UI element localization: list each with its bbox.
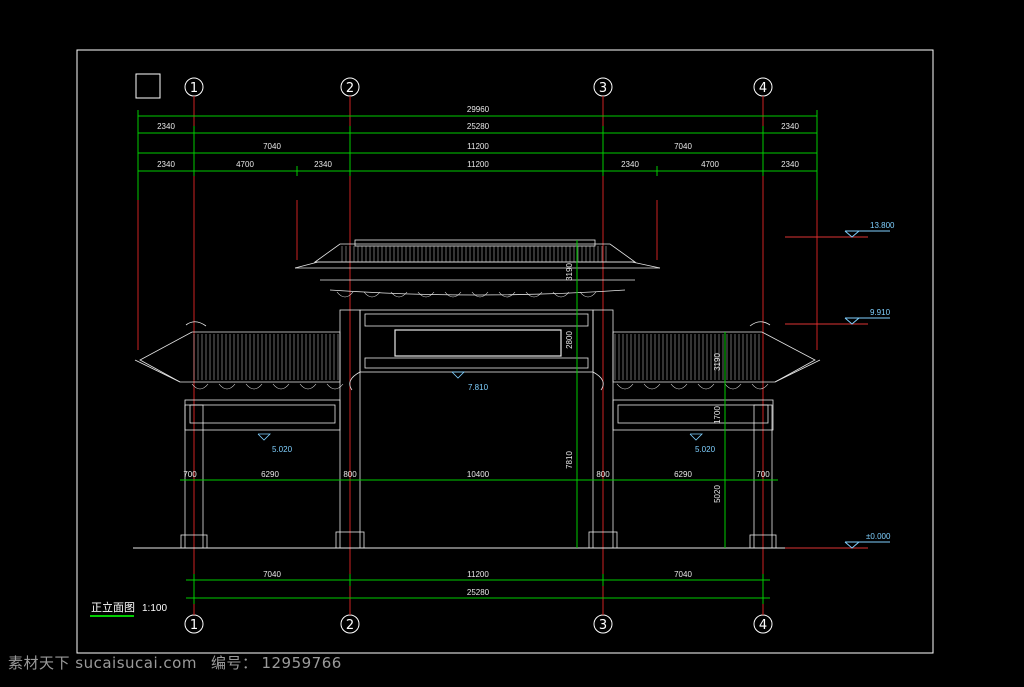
bracket-arc bbox=[390, 291, 408, 298]
level-symbols bbox=[844, 230, 890, 549]
bottom-dimension-lines bbox=[186, 574, 770, 604]
dim-row4-0: 2340 bbox=[157, 160, 175, 169]
grid-label-4: 4 bbox=[759, 81, 767, 96]
dim-row4-2: 2340 bbox=[314, 160, 332, 169]
bracket-arc bbox=[525, 291, 543, 298]
vdim-3190-top: 3190 bbox=[565, 263, 574, 281]
bracket-arc bbox=[444, 291, 462, 298]
vdim-3190-side: 3190 bbox=[713, 353, 722, 371]
level-5020-left: 5.020 bbox=[272, 445, 293, 454]
drawing-scale: 1:100 bbox=[142, 603, 167, 614]
dim-7040-b: 7040 bbox=[674, 142, 692, 151]
level-7810: 7.810 bbox=[468, 383, 489, 392]
level-9910: 9.910 bbox=[870, 308, 891, 317]
bracket-arc bbox=[218, 383, 236, 390]
drawing-title: 正立面图 bbox=[91, 600, 135, 614]
grid-label-1: 1 bbox=[190, 81, 198, 96]
vdim-5020: 5020 bbox=[713, 485, 722, 503]
level-0000: ±0.000 bbox=[866, 532, 891, 541]
span-800-b: 800 bbox=[596, 470, 610, 479]
span-10400: 10400 bbox=[467, 470, 490, 479]
dim-25280: 25280 bbox=[467, 122, 490, 131]
grid-label-bottom-1: 1 bbox=[190, 618, 198, 633]
bracket-arc bbox=[697, 383, 715, 390]
brackets bbox=[191, 291, 769, 390]
vdim-2800: 2800 bbox=[565, 331, 574, 349]
left-side-roof bbox=[134, 321, 341, 431]
top-dimension-texts: 29960 2340 25280 2340 7040 11200 7040 23… bbox=[157, 105, 799, 169]
bracket-arc bbox=[724, 383, 742, 390]
bracket-arc bbox=[272, 383, 290, 390]
dim-row4-6: 2340 bbox=[781, 160, 799, 169]
watermark-id: 12959766 bbox=[261, 654, 342, 672]
bracket-arc bbox=[363, 291, 381, 298]
small-square-icon bbox=[135, 73, 161, 99]
central-frieze bbox=[349, 309, 604, 391]
bracket-arc bbox=[751, 383, 769, 390]
watermark-id-label: 编号： bbox=[210, 654, 258, 672]
bracket-arc bbox=[245, 383, 263, 390]
vdim-7810: 7810 bbox=[565, 451, 574, 469]
bdim-7040-b: 7040 bbox=[674, 570, 692, 579]
grid-label-bottom-4: 4 bbox=[759, 618, 767, 633]
bottom-dims: 7040 11200 7040 25280 bbox=[263, 570, 692, 597]
right-side-roof bbox=[612, 321, 821, 431]
bracket-arc bbox=[299, 383, 317, 390]
bracket-arc bbox=[191, 383, 209, 390]
vertical-dimension-lines bbox=[576, 240, 726, 548]
bracket-arc bbox=[336, 291, 354, 298]
grid-label-2: 2 bbox=[346, 81, 354, 96]
level-13800: 13.800 bbox=[870, 221, 895, 230]
span-6290-a: 6290 bbox=[261, 470, 279, 479]
grid-label-bottom-2: 2 bbox=[346, 618, 354, 633]
span-6290-b: 6290 bbox=[674, 470, 692, 479]
level-5020-right: 5.020 bbox=[695, 445, 716, 454]
watermark: 素材天下 sucaisucai.com 编号：12959766 bbox=[8, 652, 356, 673]
span-800-a: 800 bbox=[343, 470, 357, 479]
bdim-25280: 25280 bbox=[467, 588, 490, 597]
bracket-arc bbox=[498, 291, 516, 298]
grid-axis-bottom: 1 2 3 4 bbox=[184, 614, 773, 634]
bracket-arc bbox=[579, 291, 597, 298]
dim-7040-a: 7040 bbox=[263, 142, 281, 151]
bracket-arc bbox=[471, 291, 489, 298]
dim-2340-a: 2340 bbox=[157, 122, 175, 131]
grid-label-bottom-3: 3 bbox=[599, 618, 607, 633]
bracket-arc bbox=[643, 383, 661, 390]
bdim-7040-a: 7040 bbox=[263, 570, 281, 579]
grid-label-3: 3 bbox=[599, 81, 607, 96]
bdim-11200: 11200 bbox=[467, 570, 489, 579]
vdim-1700: 1700 bbox=[713, 406, 722, 424]
bracket-arc bbox=[417, 291, 435, 298]
dim-row4-1: 4700 bbox=[236, 160, 254, 169]
dim-2340-b: 2340 bbox=[781, 122, 799, 131]
bracket-arc bbox=[326, 383, 344, 390]
dim-row4-4: 2340 bbox=[621, 160, 639, 169]
level-markers bbox=[785, 236, 868, 549]
bracket-arc bbox=[552, 291, 570, 298]
dim-29960: 29960 bbox=[467, 105, 490, 114]
grid-axis-top: 1 2 3 4 bbox=[184, 77, 773, 97]
local-level-marks bbox=[257, 371, 703, 441]
dim-row4-5: 4700 bbox=[701, 160, 719, 169]
drawing-frame bbox=[76, 49, 934, 654]
bracket-arc bbox=[616, 383, 634, 390]
span-700-a: 700 bbox=[183, 470, 197, 479]
central-roof bbox=[294, 239, 661, 296]
watermark-site: 素材天下 sucaisucai.com bbox=[8, 654, 197, 672]
side-roof-tiles bbox=[193, 334, 760, 380]
span-dims: 700 6290 800 10400 800 6290 700 bbox=[183, 470, 770, 479]
top-dimension-lines bbox=[137, 110, 818, 200]
dim-11200-a: 11200 bbox=[467, 142, 489, 151]
bracket-arc bbox=[670, 383, 688, 390]
span-700-b: 700 bbox=[756, 470, 770, 479]
vertical-dims: 3190 2800 7810 3190 1700 5020 bbox=[565, 263, 722, 503]
dim-row4-3: 11200 bbox=[467, 160, 489, 169]
central-roof-tiles bbox=[341, 246, 607, 262]
